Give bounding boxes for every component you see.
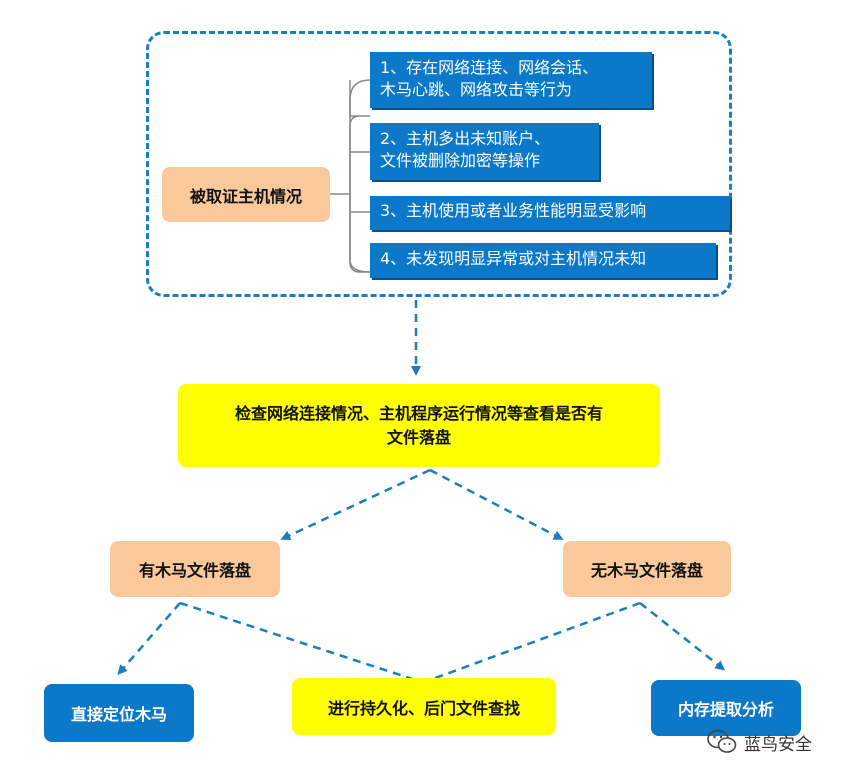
condition-2-line-1: 2、主机多出未知账户、 bbox=[380, 129, 551, 148]
condition-1: 1、存在网络连接、网络会话、 木马心跳、网络攻击等行为 bbox=[370, 52, 652, 108]
subject-label: 被取证主机情况 bbox=[189, 186, 302, 206]
arrow-check-to-has bbox=[280, 468, 431, 540]
condition-1-line-2: 木马心跳、网络攻击等行为 bbox=[380, 80, 573, 99]
action-memory-label: 内存提取分析 bbox=[677, 700, 774, 719]
arrow-none-to-memory bbox=[639, 602, 726, 671]
host-conditions-group bbox=[146, 31, 732, 297]
arrow-none-to-persist bbox=[404, 601, 641, 691]
branch-no-node: 无木马文件落盘 bbox=[563, 541, 731, 597]
condition-3-text: 3、主机使用或者业务性能明显受影响 bbox=[380, 201, 647, 220]
watermark-text: 蓝鸟安全 bbox=[744, 734, 812, 755]
condition-3: 3、主机使用或者业务性能明显受影响 bbox=[370, 196, 730, 230]
action-locate-node: 直接定位木马 bbox=[44, 684, 194, 742]
action-locate-label: 直接定位木马 bbox=[70, 705, 167, 724]
check-step-node: 检查网络连接情况、主机程序运行情况等查看是否有 文件落盘 bbox=[178, 384, 660, 467]
action-persist-label: 进行持久化、后门文件查找 bbox=[327, 698, 520, 718]
branch-no-label: 无木马文件落盘 bbox=[590, 561, 703, 580]
watermark: 蓝鸟安全 bbox=[706, 725, 812, 759]
arrow-check-to-none bbox=[429, 468, 564, 540]
arrow-has-to-persist bbox=[179, 601, 444, 691]
branch-yes-label: 有木马文件落盘 bbox=[138, 561, 251, 580]
action-memory-node: 内存提取分析 bbox=[651, 680, 801, 736]
wechat-icon bbox=[707, 729, 737, 753]
branch-yes-node: 有木马文件落盘 bbox=[110, 541, 280, 597]
bracket-top bbox=[349, 79, 371, 273]
arrow-has-to-locate bbox=[117, 602, 181, 676]
check-step-line-2: 文件落盘 bbox=[386, 427, 451, 447]
check-step-line-1: 检查网络连接情况、主机程序运行情况等查看是否有 bbox=[234, 403, 603, 423]
condition-2-line-2: 文件被删除加密等操作 bbox=[380, 151, 541, 170]
condition-2: 2、主机多出未知账户、 文件被删除加密等操作 bbox=[370, 123, 599, 180]
action-persist-node: 进行持久化、后门文件查找 bbox=[292, 678, 556, 735]
condition-1-line-1: 1、存在网络连接、网络会话、 bbox=[380, 58, 599, 77]
subject-node: 被取证主机情况 bbox=[162, 167, 330, 222]
condition-4-text: 4、未发现明显异常或对主机情况未知 bbox=[380, 249, 647, 268]
condition-4: 4、未发现明显异常或对主机情况未知 bbox=[370, 243, 716, 278]
